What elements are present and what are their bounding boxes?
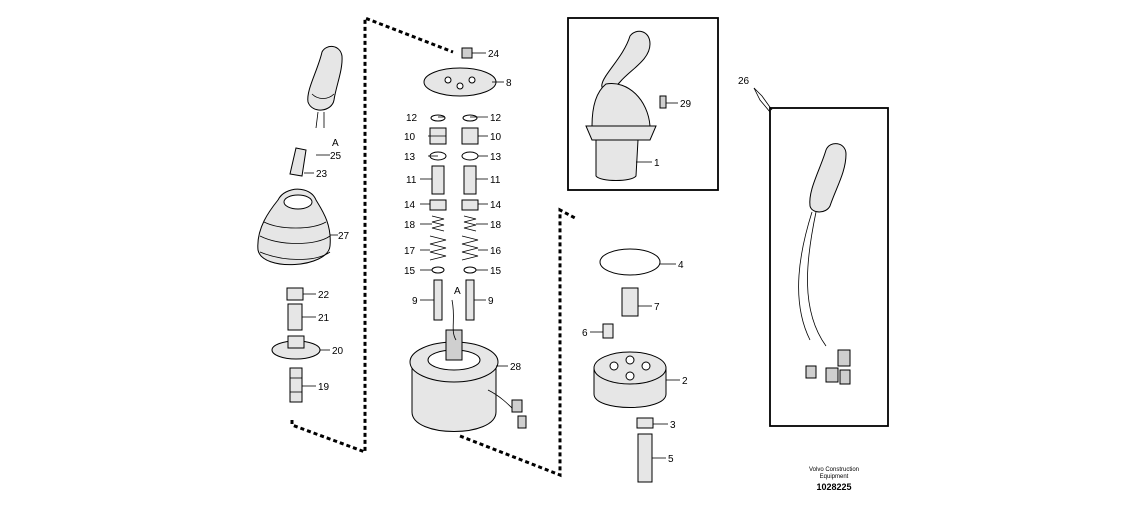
callout-24: 24 (488, 49, 500, 60)
callout-17: 17 (404, 246, 416, 257)
callout-14-left: 14 (404, 200, 416, 211)
callout-2: 2 (682, 376, 688, 387)
callout-14-right: 14 (490, 200, 502, 211)
company-line-1: Volvo Construction (809, 467, 859, 473)
base-2-part (593, 351, 667, 408)
drawing-number: 1028225 (816, 482, 851, 492)
callout-labels: 24 8 12 12 10 10 13 13 11 11 14 14 18 18… (316, 49, 750, 465)
callout-29: 29 (680, 99, 692, 110)
joystick-assembly-1-part (585, 30, 667, 181)
callout-16: 16 (490, 246, 502, 257)
bolt-5-part (637, 433, 653, 483)
callout-19: 19 (318, 382, 330, 393)
callout-21: 21 (318, 313, 330, 324)
shaft-19-part (289, 367, 303, 403)
pin-7-part (621, 287, 639, 317)
callout-13-left: 13 (404, 152, 416, 163)
callout-20: 20 (332, 346, 344, 357)
washer-22-part (286, 287, 304, 301)
leader-lines (302, 52, 773, 459)
dashed-connectors (290, 15, 576, 478)
handle-part (307, 46, 343, 129)
callout-11-right: 11 (490, 175, 501, 186)
callout-15-left: 15 (404, 266, 416, 277)
footer-block: Volvo Construction Equipment 1028225 (809, 467, 859, 492)
top-plate-8-part (423, 67, 497, 97)
sleeve-21-part (287, 303, 303, 331)
callout-26: 26 (738, 76, 750, 87)
callout-9-right: 9 (488, 296, 494, 307)
callout-4: 4 (678, 260, 684, 271)
callout-11-left: 11 (406, 175, 417, 186)
callout-7: 7 (654, 302, 660, 313)
pin-6-part (602, 323, 614, 339)
callout-3: 3 (670, 420, 676, 431)
callout-12-right: 12 (490, 113, 502, 124)
callout-10-right: 10 (490, 132, 502, 143)
screw-24-part (461, 47, 473, 59)
callout-28: 28 (510, 362, 522, 373)
callout-12-left: 12 (406, 113, 418, 124)
callout-A-middle: A (454, 286, 461, 297)
callout-5: 5 (668, 454, 674, 465)
callout-10-left: 10 (404, 132, 416, 143)
handle-harness-frame (769, 107, 889, 427)
handle-harness-26-part (798, 143, 851, 385)
callout-9-left: 9 (412, 296, 418, 307)
callout-A-left: A (332, 138, 339, 149)
callout-6: 6 (582, 328, 588, 339)
connector-left (290, 15, 454, 455)
callout-23: 23 (316, 169, 328, 180)
callout-13-right: 13 (490, 152, 502, 163)
valve-stack-left (429, 114, 447, 321)
plate-20-part (271, 335, 321, 360)
callout-27: 27 (338, 231, 350, 242)
callout-18-left: 18 (404, 220, 416, 231)
cable-sleeve-part (289, 147, 307, 177)
callout-8: 8 (506, 78, 512, 89)
valve-body-28-part (409, 299, 527, 432)
callout-1: 1 (654, 158, 660, 169)
connector-right (459, 207, 576, 478)
callout-22: 22 (318, 290, 330, 301)
rubber-boot-part (257, 188, 331, 266)
ring-4-part (599, 248, 661, 276)
valve-stack-right (461, 114, 479, 321)
company-line-2: Equipment (820, 474, 849, 480)
nut-3-part (636, 417, 654, 429)
callout-15-right: 15 (490, 266, 502, 277)
joystick-assembly-frame (567, 17, 719, 191)
callout-18-right: 18 (490, 220, 502, 231)
callout-25: 25 (330, 151, 342, 162)
